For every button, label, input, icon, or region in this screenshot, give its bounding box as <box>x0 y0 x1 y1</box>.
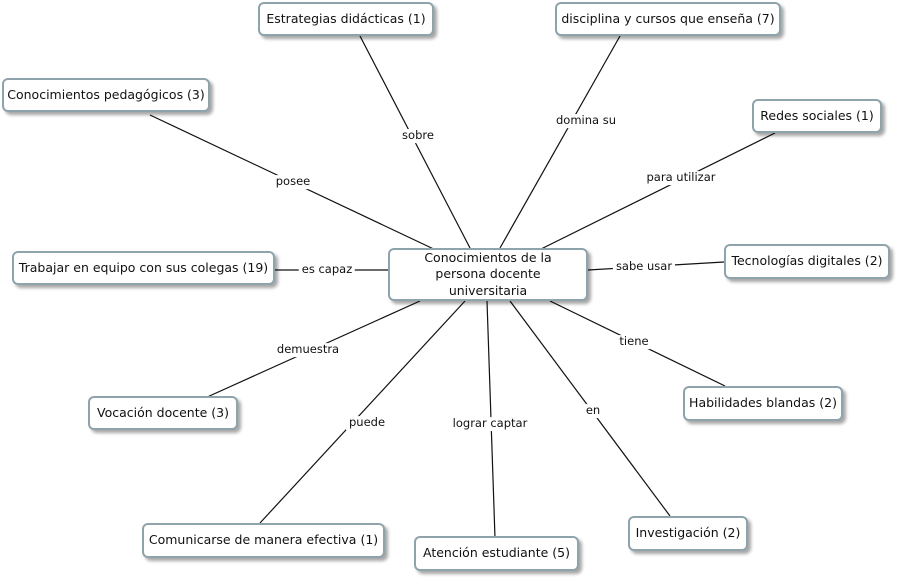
link-label-posee: posee <box>272 174 314 189</box>
node-pedagogicos[interactable]: Conocimientos pedagógicos (3) <box>2 78 210 112</box>
link-label-domina-su: domina su <box>552 113 620 128</box>
link-label-para-utilizar: para utilizar <box>643 170 719 185</box>
node-center[interactable]: Conocimientos de la persona docente univ… <box>388 248 588 301</box>
link-label-sabe-usar: sabe usar <box>612 259 676 274</box>
link-label-lograr-captar: lograr captar <box>449 416 531 431</box>
node-investigacion[interactable]: Investigación (2) <box>628 516 748 551</box>
node-comunicarse-label: Comunicarse de manera efectiva (1) <box>148 532 379 548</box>
node-atencion-label: Atención estudiante (5) <box>422 545 571 561</box>
node-redes[interactable]: Redes sociales (1) <box>752 99 882 133</box>
node-estrategias[interactable]: Estrategias didácticas (1) <box>258 2 434 36</box>
node-trabajar-label: Trabajar en equipo con sus colegas (19) <box>18 259 269 275</box>
connector-disciplina <box>499 35 621 249</box>
node-trabajar[interactable]: Trabajar en equipo con sus colegas (19) <box>12 251 275 285</box>
node-tecnologias-label: Tecnologías digitales (2) <box>731 253 883 269</box>
node-vocacion-label: Vocación docente (3) <box>97 404 229 420</box>
link-label-en: en <box>582 403 604 418</box>
node-atencion[interactable]: Atención estudiante (5) <box>414 536 579 571</box>
node-investigacion-label: Investigación (2) <box>635 525 741 541</box>
link-label-tiene: tiene <box>616 334 652 349</box>
node-pedagogicos-label: Conocimientos pedagógicos (3) <box>7 86 205 102</box>
link-label-puede: puede <box>345 415 389 430</box>
node-vocacion[interactable]: Vocación docente (3) <box>88 396 238 430</box>
node-estrategias-label: Estrategias didácticas (1) <box>266 10 426 26</box>
link-label-es-capaz: es capaz <box>298 262 356 277</box>
link-label-demuestra: demuestra <box>273 342 343 357</box>
connector-redes <box>534 132 776 253</box>
node-redes-label: Redes sociales (1) <box>760 107 874 123</box>
node-disciplina-label: disciplina y cursos que enseña (7) <box>561 10 775 26</box>
node-disciplina[interactable]: disciplina y cursos que enseña (7) <box>555 2 781 36</box>
node-habilidades[interactable]: Habilidades blandas (2) <box>683 386 843 421</box>
node-tecnologias[interactable]: Tecnologías digitales (2) <box>724 244 890 279</box>
node-center-label: Conocimientos de la persona docente univ… <box>424 250 552 298</box>
node-comunicarse[interactable]: Comunicarse de manera efectiva (1) <box>142 523 385 558</box>
connector-comunicarse <box>259 300 466 524</box>
node-habilidades-label: Habilidades blandas (2) <box>689 395 837 411</box>
link-label-sobre: sobre <box>399 128 437 143</box>
